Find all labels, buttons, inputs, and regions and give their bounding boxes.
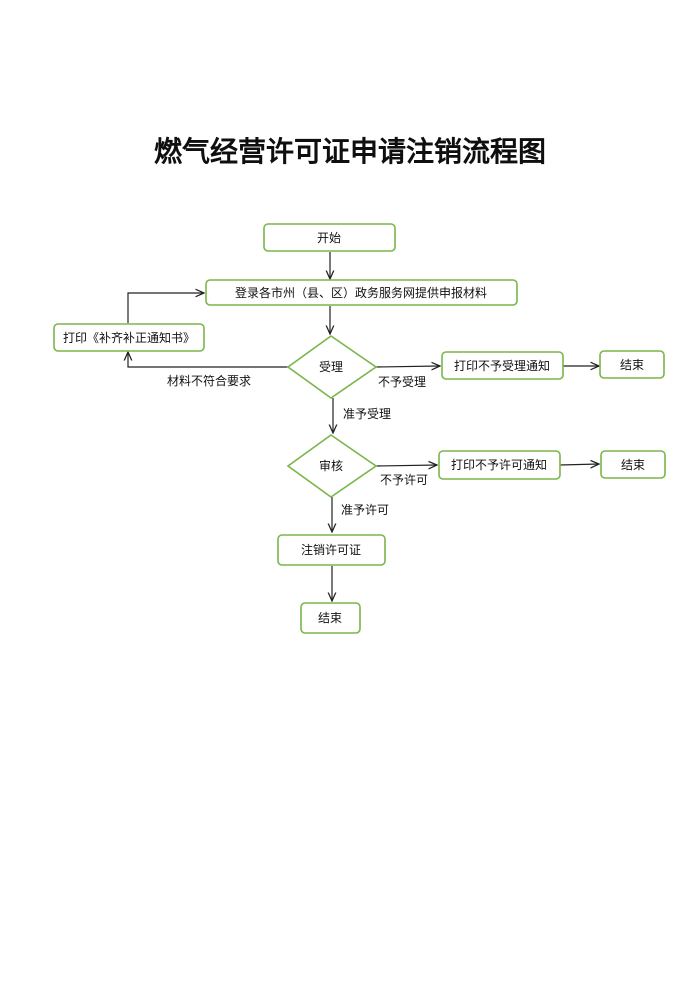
edge-accept-supplement xyxy=(128,352,288,368)
supplement-node xyxy=(53,323,205,352)
edge-labels: 材料不符合要求 不予受理 准予受理 不予许可 准予许可 xyxy=(167,373,428,517)
end-node-3 xyxy=(300,602,361,634)
edge-supplement-submit xyxy=(127,293,204,323)
reject-accept-label: 打印不予受理通知 xyxy=(454,359,550,373)
edge-label-accept-ok: 准予受理 xyxy=(343,407,391,421)
edge-label-not-accept: 不予受理 xyxy=(378,375,426,389)
end-1-label: 结束 xyxy=(620,358,644,372)
connectors xyxy=(128,252,599,601)
supplement-label: 打印《补齐补正通知书》 xyxy=(63,330,195,345)
node-labels: 开始 登录各市州（县、区）政务服务网提供申报材料 打印《补齐补正通知书》 受理 … xyxy=(63,231,645,625)
cancel-label: 注销许可证 xyxy=(301,542,361,557)
submit-node xyxy=(205,279,518,306)
end-node-2 xyxy=(600,450,666,479)
end-3-label: 结束 xyxy=(318,611,342,625)
review-decision xyxy=(286,434,378,498)
submit-label: 登录各市州（县、区）政务服务网提供申报材料 xyxy=(235,285,487,300)
start-node xyxy=(263,223,396,252)
edge-label-not-compliant: 材料不符合要求 xyxy=(167,373,251,388)
page-title: 燃气经营许可证申请注销流程图 xyxy=(153,135,546,168)
edge-label-not-permit: 不予许可 xyxy=(380,473,428,487)
edge-review-rejectpermit xyxy=(375,465,437,466)
nodes xyxy=(53,223,666,634)
accept-decision xyxy=(286,335,378,399)
edge-accept-reject xyxy=(375,366,440,367)
reject-permit-label: 打印不予许可通知 xyxy=(451,458,547,472)
review-label: 审核 xyxy=(319,458,343,473)
reject-accept-node xyxy=(441,351,564,380)
edge-label-permit-ok: 准予许可 xyxy=(341,503,389,517)
edge-rejectpermit-end2 xyxy=(559,464,599,465)
accept-label: 受理 xyxy=(319,360,343,374)
reject-permit-node xyxy=(438,450,561,480)
start-label: 开始 xyxy=(317,231,341,245)
end-node-1 xyxy=(599,350,665,379)
end-2-label: 结束 xyxy=(621,458,645,472)
cancel-node xyxy=(277,534,386,566)
